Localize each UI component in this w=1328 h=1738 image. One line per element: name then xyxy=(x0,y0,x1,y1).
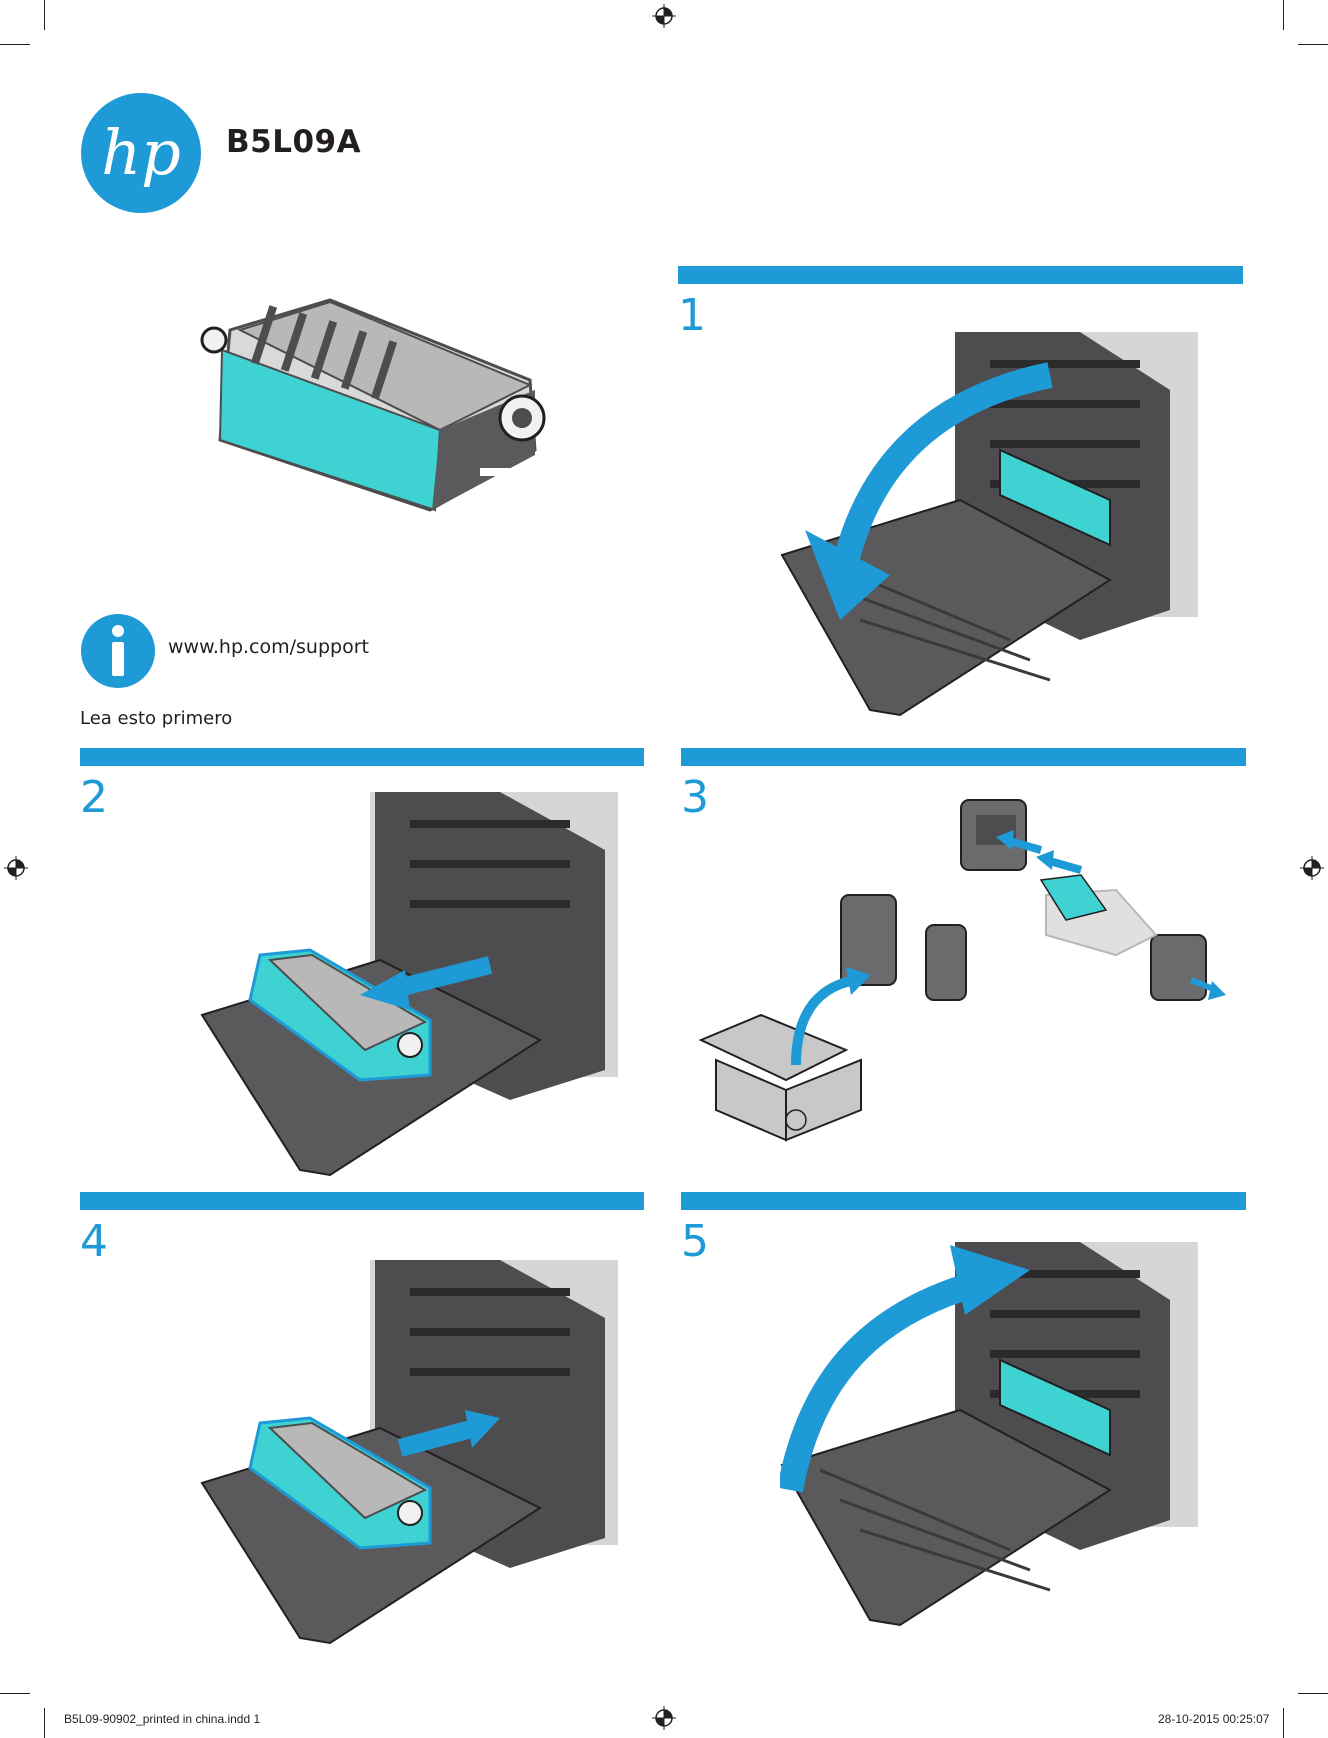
crop-mark-top-right-v xyxy=(1283,0,1284,30)
registration-mark-left xyxy=(4,856,28,880)
step-3-illustration xyxy=(698,799,1226,1142)
registration-mark-right xyxy=(1300,856,1324,880)
read-first-label: Lea esto primero xyxy=(80,708,233,729)
support-url[interactable]: www.hp.com/support xyxy=(168,636,369,658)
product-model: B5L09A xyxy=(226,124,362,160)
step-3-number: 3 xyxy=(681,772,709,823)
step-5-number: 5 xyxy=(681,1216,709,1267)
hp-logo: hp xyxy=(81,93,201,213)
step-5-bar xyxy=(681,1192,1246,1210)
step-4-illustration xyxy=(200,1260,618,1645)
step-2-number: 2 xyxy=(80,772,108,823)
crop-mark-bottom-right-h xyxy=(1298,1693,1328,1694)
info-icon xyxy=(81,614,155,688)
crop-mark-top-left-v xyxy=(44,0,45,30)
crop-mark-bottom-left-v xyxy=(44,1708,45,1738)
footer-date-time: 28-10-2015 00:25:07 xyxy=(1158,1712,1270,1726)
crop-mark-top-left-h xyxy=(0,44,30,45)
step-2-bar xyxy=(80,748,644,766)
footer-file-info: B5L09-90902_printed in china.indd 1 xyxy=(64,1712,261,1726)
registration-mark-top xyxy=(652,4,676,28)
crop-mark-top-right-h xyxy=(1298,44,1328,45)
step-3-bar xyxy=(681,748,1246,766)
registration-mark-bottom xyxy=(652,1706,676,1730)
step-4-number: 4 xyxy=(80,1216,108,1267)
svg-text:hp: hp xyxy=(101,116,181,189)
crop-mark-bottom-left-h xyxy=(0,1693,30,1694)
product-illustration xyxy=(200,298,546,512)
step-1-bar xyxy=(678,266,1243,284)
step-1-number: 1 xyxy=(678,290,706,341)
step-2-illustration xyxy=(200,792,618,1177)
crop-mark-bottom-right-v xyxy=(1283,1708,1284,1738)
step-4-bar xyxy=(80,1192,644,1210)
step-5-illustration xyxy=(780,1242,1198,1627)
step-1-illustration xyxy=(780,332,1198,717)
